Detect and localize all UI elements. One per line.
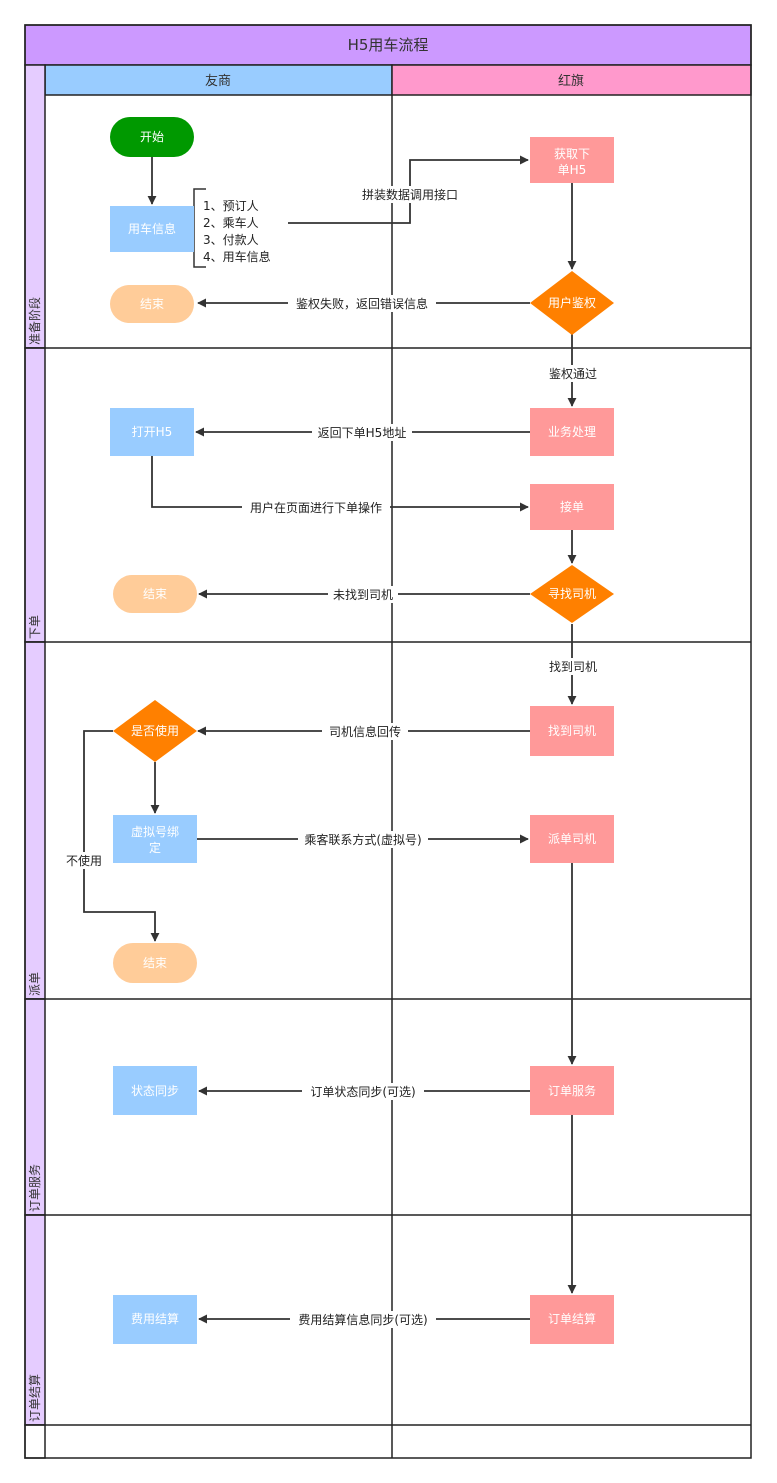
diagram-border — [24, 24, 752, 1459]
node-order-settle — [530, 1295, 614, 1344]
node-use-decision — [113, 700, 197, 762]
node-dispatch-driver — [530, 815, 614, 863]
node-auth-decision-label: 用户鉴权 — [548, 295, 596, 310]
node-order-settle-label: 订单结算 — [548, 1311, 596, 1326]
edge-label-user-order: 用户在页面进行下单操作 — [250, 500, 382, 515]
node-order-service-label: 订单服务 — [548, 1083, 596, 1098]
node-end-order-label: 结束 — [143, 587, 167, 601]
node-auth-decision — [530, 271, 614, 335]
edge-label-bg-return-h5 — [312, 424, 412, 441]
edge-label-not-use: 不使用 — [66, 853, 102, 868]
edge-label-return-h5: 返回下单H5地址 — [318, 426, 407, 440]
edge-label-auth-pass: 鉴权通过 — [549, 367, 597, 381]
edge-label-contact: 乘客联系方式(虚拟号) — [304, 832, 421, 847]
lane-label-dispatch: 派单 — [28, 972, 42, 996]
edge-label-bg-found-driver — [545, 658, 601, 675]
node-get-h5 — [530, 137, 614, 183]
lane-label-prepare: 准备阶段 — [27, 297, 42, 345]
node-virtual-bind-label-line2: 定 — [149, 840, 161, 855]
edge-label-driver-info: 司机信息回传 — [329, 724, 401, 739]
node-get-h5-label-line1: 获取下 — [554, 147, 590, 161]
column-header-right — [391, 64, 752, 96]
lane-strip-dispatch — [24, 641, 46, 1000]
column-header-left — [44, 64, 393, 96]
lane-label-service: 订单服务 — [27, 1164, 42, 1212]
node-accept-order-label: 接单 — [560, 499, 584, 514]
node-found-driver — [530, 706, 614, 756]
lane-strip-order — [24, 347, 46, 643]
node-end-order — [113, 575, 197, 613]
node-fee-settle — [113, 1295, 197, 1344]
column-label-left: 友商 — [205, 73, 231, 89]
node-find-driver-decision — [530, 565, 614, 623]
note-item-3: 3、付款人 — [203, 233, 259, 247]
node-fee-settle-label: 费用结算 — [131, 1311, 179, 1326]
note-item-1: 1、预订人 — [203, 199, 259, 213]
edge-label-bg-auth-fail — [288, 295, 436, 312]
node-order-service — [530, 1066, 614, 1115]
node-status-sync — [113, 1066, 197, 1115]
lane-strip-empty — [24, 1424, 46, 1459]
node-use-decision-label: 是否使用 — [131, 723, 179, 738]
title-bar — [24, 24, 752, 66]
node-virtual-bind — [113, 815, 197, 863]
edge-label-bg-driver-info — [322, 723, 408, 740]
node-status-sync-label: 状态同步 — [131, 1084, 179, 1098]
edge-label-auth-fail: 鉴权失败，返回错误信息 — [296, 296, 428, 311]
edge-label-fee-sync: 费用结算信息同步(可选) — [298, 1312, 427, 1327]
node-car-info-label: 用车信息 — [128, 221, 176, 236]
node-end-prepare-label: 结束 — [140, 297, 164, 311]
edge-label-bg-no-driver — [328, 586, 398, 603]
note-item-4: 4、用车信息 — [203, 249, 271, 264]
edge-label-no-driver: 未找到司机 — [333, 588, 393, 602]
edge-label-status-sync: 订单状态同步(可选) — [310, 1085, 415, 1099]
node-start — [110, 117, 194, 157]
node-find-driver-decision-label: 寻找司机 — [548, 587, 596, 601]
node-end-dispatch-label: 结束 — [143, 956, 167, 970]
edge-not-use — [83, 730, 160, 942]
lane-label-order: 下单 — [28, 615, 42, 639]
edge-label-bg-status-sync — [302, 1083, 424, 1100]
edge-label-found-driver: 找到司机 — [549, 660, 597, 674]
edge-label-bg-not-use — [62, 852, 106, 869]
edge-label-bg-user-order — [242, 499, 390, 516]
node-dispatch-driver-label: 派单司机 — [548, 832, 596, 846]
edge-label-bg-auth-pass — [545, 365, 601, 382]
node-biz-process — [530, 408, 614, 456]
note-item-2: 2、乘车人 — [203, 215, 259, 230]
edge-user-order — [151, 456, 529, 512]
edge-label-bg-assemble — [356, 186, 464, 203]
node-virtual-bind-label-line1: 虚拟号绑 — [131, 825, 179, 839]
node-start-label: 开始 — [140, 130, 164, 144]
diagram-title: H5用车流程 — [348, 36, 429, 54]
node-end-prepare — [110, 285, 194, 323]
node-get-h5-label-line2: 单H5 — [558, 163, 587, 177]
edge-label-bg-fee-sync — [290, 1311, 436, 1328]
edge-label-assemble: 拼装数据调用接口 — [362, 187, 458, 202]
node-accept-order — [530, 484, 614, 530]
node-open-h5 — [110, 408, 194, 456]
node-car-info — [110, 206, 194, 252]
node-end-dispatch — [113, 943, 197, 983]
edge-label-bg-contact — [298, 831, 428, 848]
column-label-right: 红旗 — [558, 73, 584, 89]
node-open-h5-label: 打开H5 — [132, 425, 173, 439]
node-found-driver-label: 找到司机 — [548, 724, 596, 738]
lane-label-settle: 订单结算 — [27, 1374, 42, 1422]
node-biz-process-label: 业务处理 — [548, 424, 596, 439]
